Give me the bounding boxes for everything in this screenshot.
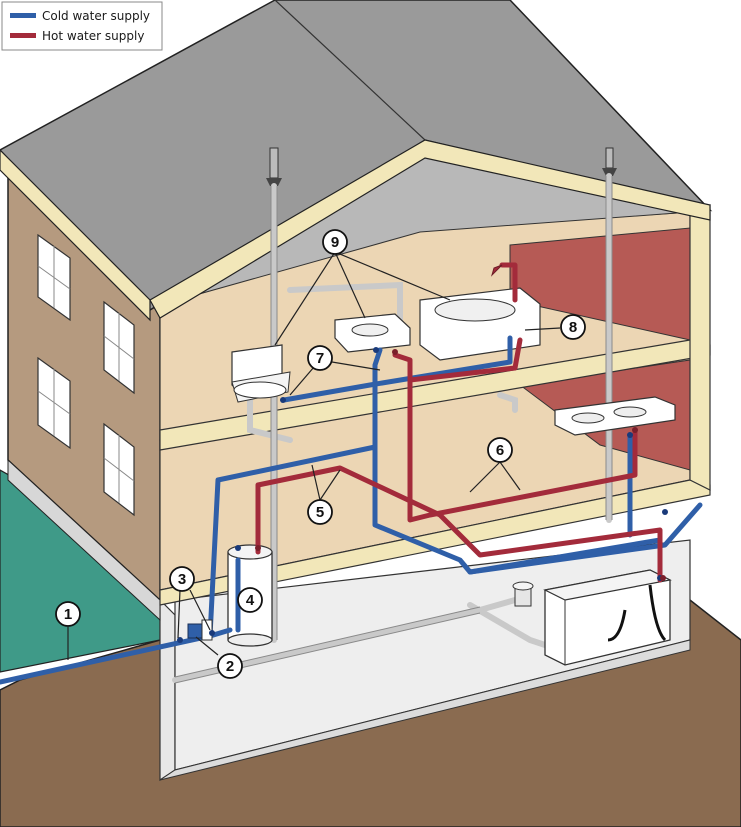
callout-9: 9 — [322, 229, 348, 255]
legend: Cold water supply Hot water supply — [1, 1, 163, 51]
bathroom-sink-upper — [334, 313, 411, 353]
shower-head — [490, 264, 503, 277]
callout-1: 1 — [55, 601, 81, 627]
callout-7: 7 — [307, 345, 333, 371]
callout-8: 8 — [560, 314, 586, 340]
roof-trim-left — [0, 149, 151, 322]
callout-2-label: 2 — [226, 658, 234, 675]
callout-9-label: 9 — [331, 234, 339, 251]
kitchen-sink — [554, 396, 676, 436]
valve-dots — [177, 347, 668, 643]
roof-trim-gable — [149, 139, 711, 319]
laundry-drain-hoses — [607, 584, 667, 642]
callout-2: 2 — [217, 653, 243, 679]
callout-1-label: 1 — [64, 606, 72, 623]
basement-left-wall — [159, 598, 176, 782]
floor-drain — [512, 581, 534, 607]
drain-pipes — [172, 173, 612, 683]
callout-7-label: 7 — [316, 350, 324, 367]
roof-ridge — [274, 0, 426, 141]
basement-floor — [159, 639, 691, 781]
callout-5-label: 5 — [316, 504, 324, 521]
right-wall-edge — [689, 204, 711, 491]
callout-6-label: 6 — [496, 442, 504, 459]
legend-label-hot: Hot water supply — [42, 29, 144, 43]
toilet — [231, 344, 291, 403]
legend-swatch-hot — [10, 33, 36, 38]
callout-8-label: 8 — [569, 319, 577, 336]
legend-label-cold: Cold water supply — [42, 9, 150, 23]
callout-3: 3 — [169, 566, 195, 592]
vent-stack — [266, 147, 617, 186]
laundry-sink — [543, 569, 672, 666]
window-mullions — [37, 246, 135, 503]
legend-swatch-cold — [10, 13, 36, 18]
callout-6: 6 — [487, 437, 513, 463]
callout-4-label: 4 — [246, 592, 255, 609]
callout-3-label: 3 — [178, 571, 186, 588]
foundation-left — [7, 458, 161, 622]
hot-water-pipes — [255, 262, 663, 583]
callout-4: 4 — [237, 587, 263, 613]
callout-5: 5 — [307, 499, 333, 525]
